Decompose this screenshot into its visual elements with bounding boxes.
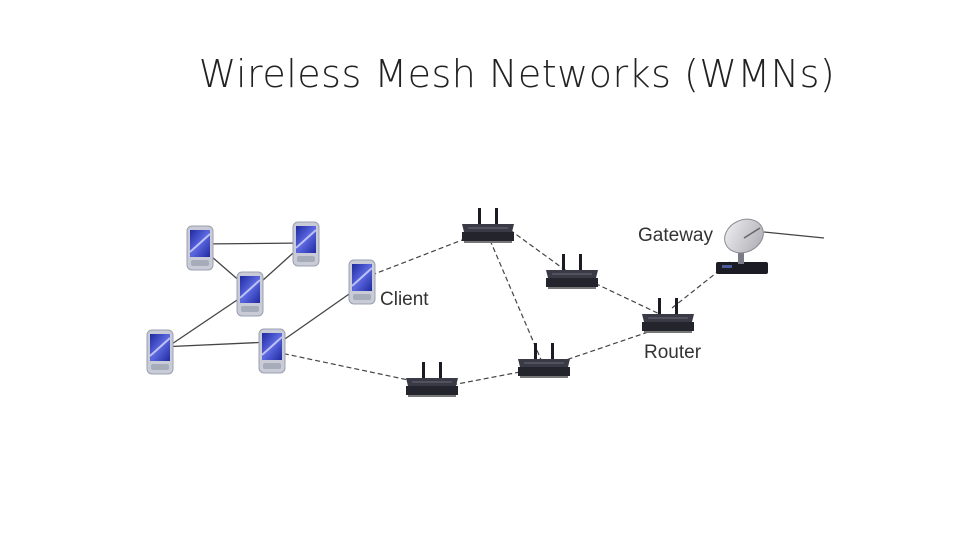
wireless-router-icon — [641, 297, 695, 334]
link-router1-router2 — [509, 229, 573, 276]
link-pda5-client — [271, 284, 363, 349]
link-client-router1 — [363, 229, 489, 279]
link-pda5-router5 — [275, 351, 433, 386]
link-router4-router3 — [559, 327, 661, 363]
link-pda4-pda5 — [159, 341, 271, 348]
wireless-links — [275, 229, 731, 386]
wireless-router-icon — [517, 342, 571, 379]
pda-icon — [236, 271, 264, 317]
pda-icon — [258, 328, 286, 374]
link-router2-router3 — [587, 279, 669, 319]
pda-icon — [186, 225, 214, 271]
label-router: Router — [644, 342, 702, 363]
label-gateway: Gateway — [638, 225, 713, 246]
link-router1-router4 — [489, 239, 543, 363]
link-gateway-uplink — [763, 231, 825, 239]
pda-icon — [292, 221, 320, 267]
slide-title: Wireless Mesh Networks (WMNs) — [198, 52, 836, 96]
satellite-dish-icon — [716, 218, 768, 274]
wireless-router-icon — [461, 207, 515, 244]
link-router4-router5 — [451, 371, 521, 386]
link-router3-gateway — [671, 261, 731, 309]
wireless-router-icon — [405, 361, 459, 398]
pda-icon — [146, 329, 174, 375]
link-pda4-pda3 — [159, 293, 247, 353]
wireless-router-icon — [545, 253, 599, 290]
pda-icon — [348, 259, 376, 305]
label-client: Client — [380, 289, 429, 310]
link-pda1-pda2 — [199, 242, 307, 245]
